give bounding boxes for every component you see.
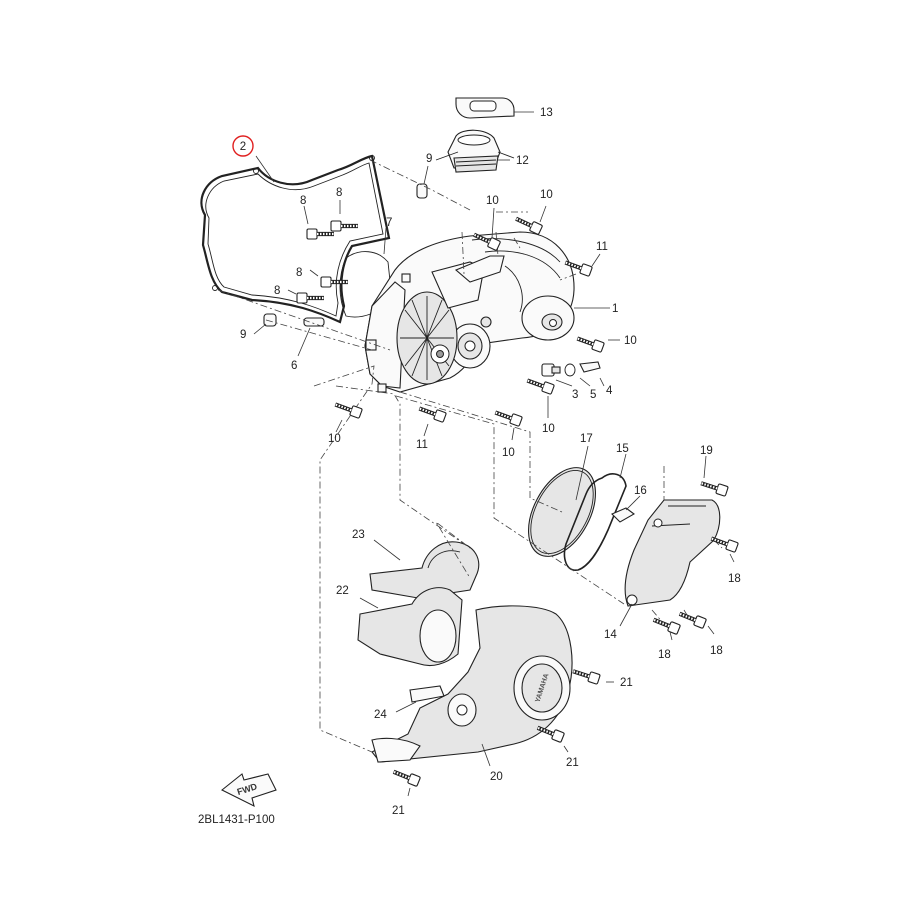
callout-label[interactable]: 3 (572, 389, 578, 401)
side-cover-14[interactable] (624, 499, 721, 607)
callout-label[interactable]: 6 (291, 360, 297, 372)
diagram-part-code: 2BL1431-P100 (198, 814, 275, 826)
callout-label[interactable]: 4 (606, 385, 613, 397)
bolt[interactable] (418, 404, 447, 423)
shroud-22[interactable] (357, 587, 463, 667)
callout-label[interactable]: 10 (502, 447, 515, 459)
assembly-lines (217, 159, 723, 753)
callout-label[interactable]: 23 (352, 529, 365, 541)
callout-label[interactable]: 10 (540, 189, 553, 201)
plug-bolt[interactable] (541, 363, 561, 377)
bracket-16[interactable] (611, 507, 635, 523)
callout-label[interactable]: 19 (700, 445, 713, 457)
callout-label[interactable]: 2 (240, 141, 246, 153)
forward-direction-arrow: FWD (220, 773, 277, 808)
clip[interactable] (579, 361, 601, 373)
callout-label[interactable]: 8 (274, 285, 280, 297)
callout-label[interactable]: 22 (336, 585, 349, 597)
bolt[interactable] (331, 221, 358, 231)
heat-shield-23[interactable] (369, 541, 480, 599)
callout-label[interactable]: 9 (426, 153, 432, 165)
highlight-circle (232, 135, 254, 157)
callouts: 2 13 12 9 9 8 8 8 8 7 6 1 10 10 10 10 10… (232, 107, 741, 817)
callout-label[interactable]: 11 (416, 439, 428, 451)
bolt[interactable] (321, 277, 348, 287)
dowel-pin-lower[interactable] (263, 313, 277, 327)
locating-pin[interactable] (303, 317, 325, 327)
bolt[interactable] (514, 214, 543, 234)
bolt[interactable] (572, 666, 601, 684)
bracket-24[interactable] (409, 685, 445, 703)
o-ring[interactable] (564, 363, 576, 377)
callout-label[interactable]: 10 (624, 335, 637, 347)
callout-label[interactable]: 17 (580, 433, 593, 445)
callout-label[interactable]: 5 (590, 389, 596, 401)
bolt[interactable] (678, 609, 707, 628)
callout-label[interactable]: 8 (300, 195, 306, 207)
bolt[interactable] (307, 229, 334, 239)
callout-label[interactable]: 18 (658, 649, 671, 661)
callout-label[interactable]: 24 (374, 709, 387, 721)
callout-label[interactable]: 21 (620, 677, 633, 689)
callout-label[interactable]: 12 (516, 155, 529, 167)
leader-lines (253, 111, 735, 797)
callout-label[interactable]: 9 (240, 329, 246, 341)
callout-label[interactable]: 14 (604, 629, 617, 641)
crankcase-gasket[interactable] (200, 154, 391, 324)
callout-label[interactable]: 8 (296, 267, 302, 279)
duct-seal[interactable] (455, 97, 515, 119)
callout-label[interactable]: 16 (634, 485, 647, 497)
bolt[interactable] (392, 767, 421, 786)
bolt[interactable] (334, 400, 363, 419)
callout-label[interactable]: 18 (728, 573, 741, 585)
bolt[interactable] (526, 376, 555, 395)
callout-label[interactable]: 11 (596, 241, 608, 253)
bolt[interactable] (297, 293, 324, 303)
bolt[interactable] (576, 334, 605, 353)
callout-label[interactable]: 18 (710, 645, 723, 657)
seal-gasket-15[interactable] (563, 473, 627, 571)
outer-cover-20[interactable]: YAMAHA (371, 605, 573, 763)
callout-label[interactable]: 15 (616, 443, 629, 455)
callout-label[interactable]: 21 (566, 757, 579, 769)
bolt[interactable] (652, 615, 681, 634)
callout-label[interactable]: 1 (612, 303, 618, 315)
callout-label[interactable]: 13 (540, 107, 553, 119)
dowel-pin-upper[interactable] (416, 183, 428, 199)
callout-label[interactable]: 10 (542, 423, 555, 435)
crankcase-cover[interactable] (364, 231, 575, 393)
callout-label[interactable]: 21 (392, 805, 405, 817)
callout-label[interactable]: 20 (490, 771, 503, 783)
callout-label[interactable]: 10 (328, 433, 341, 445)
air-duct-joint[interactable] (435, 129, 515, 173)
callout-label[interactable]: 8 (336, 187, 342, 199)
bolt[interactable] (494, 408, 523, 427)
callout-label[interactable]: 10 (486, 195, 499, 207)
bolt[interactable] (700, 478, 729, 496)
callout-label[interactable]: 7 (386, 217, 392, 229)
